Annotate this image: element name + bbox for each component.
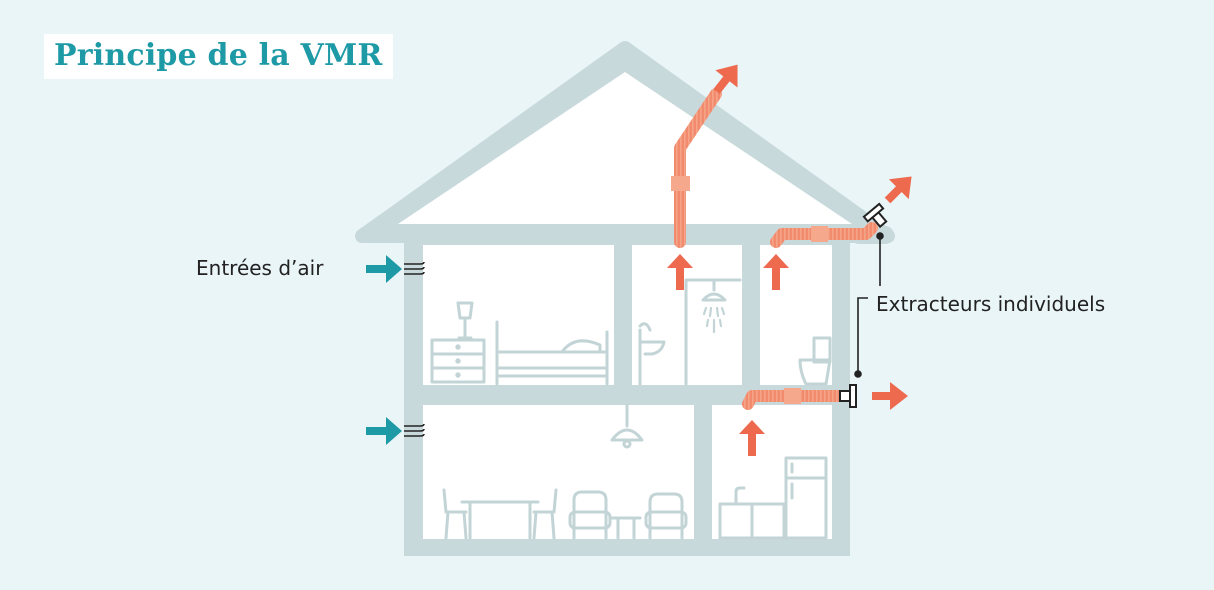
extractor-fan-icon <box>839 384 857 408</box>
extractor-leader-lines <box>854 232 884 378</box>
exhaust-arrow-icon <box>763 254 789 290</box>
exhaust-arrow-icon <box>884 176 912 204</box>
exhaust-arrow-icon <box>667 254 693 290</box>
fridge-icon <box>784 456 828 540</box>
exhaust-arrow-icon <box>739 420 765 456</box>
air-inlet-grille-icon <box>404 423 425 437</box>
diagram-title: Principe de la VMR <box>54 38 383 73</box>
armchair-icon <box>568 490 612 540</box>
air-inlet-arrow-icon <box>366 255 402 283</box>
room-bedroom <box>423 245 614 385</box>
chair-icon <box>532 488 558 540</box>
dresser-icon <box>430 338 486 384</box>
extractor-fan-icon <box>862 202 888 229</box>
ducts <box>671 88 878 410</box>
air-inlet-upper <box>366 255 425 283</box>
house-roof <box>355 41 895 243</box>
coffee-table-icon <box>610 516 642 540</box>
title-box: Principe de la VMR <box>44 34 393 79</box>
bed-icon <box>495 320 609 386</box>
lamp-icon <box>456 301 474 340</box>
duct-lower <box>742 390 852 410</box>
exhaust-arrow-icon <box>872 382 908 410</box>
dining-table-icon <box>460 500 540 540</box>
sink-icon <box>638 322 666 386</box>
armchair-icon <box>644 492 688 540</box>
air-inlet-arrow-icon <box>366 417 402 445</box>
label-extractors: Extracteurs individuels <box>876 292 1106 316</box>
toilet-icon <box>798 336 832 386</box>
pendant-light-icon <box>610 403 644 449</box>
kitchen-cabinet-icon <box>718 486 786 540</box>
label-air-inlets: Entrées d’air <box>196 256 324 280</box>
duct-joint <box>811 226 828 242</box>
air-inlet-grille-icon <box>404 261 425 275</box>
air-inlet-lower <box>366 417 425 445</box>
duct-joint <box>671 176 690 191</box>
duct-bathroom <box>674 88 722 248</box>
chair-icon <box>442 488 468 540</box>
exhaust-arrow-icon <box>713 64 738 94</box>
shower-icon <box>684 278 742 386</box>
duct-joint <box>784 388 801 404</box>
room-kitchen <box>712 405 832 539</box>
